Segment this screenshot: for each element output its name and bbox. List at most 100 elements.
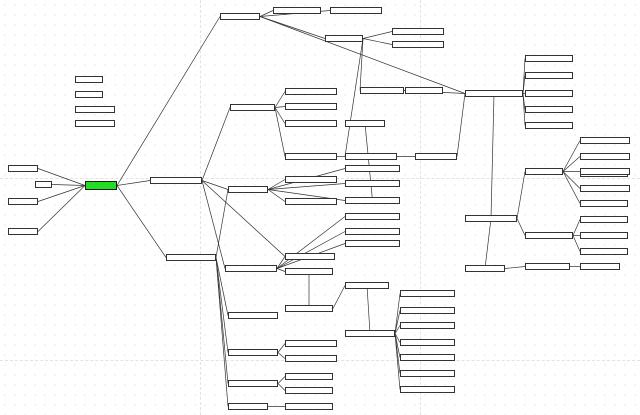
diagram-node[interactable]: [228, 349, 278, 356]
connector-line: [484, 218, 492, 269]
diagram-node[interactable]: [35, 181, 52, 188]
diagram-node[interactable]: [345, 213, 400, 220]
diagram-node[interactable]: [228, 312, 278, 319]
diagram-node[interactable]: [525, 168, 563, 175]
connector-line: [276, 231, 346, 269]
diagram-node[interactable]: [75, 76, 103, 83]
diagram-node[interactable]: [285, 120, 337, 127]
connector-line: [394, 325, 401, 334]
diagram-node[interactable]: [285, 268, 333, 275]
connector-line: [490, 93, 495, 219]
diagram-node[interactable]: [166, 254, 216, 261]
root-node[interactable]: [85, 181, 117, 190]
grid-guide-line: [420, 0, 421, 415]
diagram-node[interactable]: [525, 122, 573, 129]
connector-line: [364, 123, 373, 201]
diagram-node[interactable]: [325, 35, 363, 42]
diagram-node[interactable]: [228, 403, 268, 410]
diagram-node[interactable]: [330, 7, 382, 14]
diagram-node[interactable]: [8, 228, 38, 235]
diagram-node[interactable]: [580, 263, 620, 270]
connector-line: [456, 93, 466, 157]
diagram-node[interactable]: [465, 90, 523, 97]
diagram-node[interactable]: [285, 355, 337, 362]
diagram-node[interactable]: [400, 307, 455, 314]
diagram-node[interactable]: [8, 198, 38, 205]
diagram-node[interactable]: [285, 153, 337, 160]
connector-line: [201, 180, 226, 269]
diagram-node[interactable]: [525, 232, 573, 239]
diagram-node[interactable]: [465, 265, 505, 272]
diagram-node[interactable]: [580, 216, 628, 223]
diagram-node[interactable]: [580, 153, 630, 160]
diagram-node[interactable]: [580, 137, 630, 144]
diagram-node[interactable]: [220, 13, 260, 20]
diagram-node[interactable]: [525, 72, 573, 79]
diagram-node[interactable]: [285, 340, 337, 347]
connector-line: [562, 171, 581, 204]
diagram-node[interactable]: [400, 339, 455, 346]
diagram-node[interactable]: [360, 87, 404, 94]
diagram-node[interactable]: [525, 106, 573, 113]
diagram-node[interactable]: [285, 88, 337, 95]
diagram-node[interactable]: [580, 185, 630, 192]
diagram-node[interactable]: [285, 373, 333, 380]
diagram-node[interactable]: [75, 91, 103, 98]
diagram-node[interactable]: [345, 282, 389, 289]
connector-line: [259, 16, 326, 39]
diagram-node[interactable]: [345, 228, 400, 235]
diagram-node[interactable]: [345, 153, 397, 160]
diagram-node[interactable]: [225, 265, 277, 272]
diagram-node[interactable]: [75, 120, 115, 127]
diagram-node[interactable]: [392, 28, 444, 35]
diagram-node[interactable]: [285, 403, 333, 410]
diagram-node[interactable]: [465, 215, 517, 222]
diagram-node[interactable]: [285, 176, 337, 183]
diagram-node[interactable]: [150, 177, 202, 184]
connector-line: [215, 189, 229, 258]
diagram-node[interactable]: [580, 248, 628, 255]
connector-line: [276, 216, 346, 269]
connector-line: [276, 268, 286, 272]
connector-line: [277, 352, 286, 359]
diagram-node[interactable]: [273, 7, 321, 14]
connector-line: [562, 171, 581, 189]
diagram-node[interactable]: [285, 305, 333, 312]
diagram-node[interactable]: [345, 330, 395, 337]
diagram-node[interactable]: [580, 232, 628, 239]
connector-line: [259, 16, 466, 94]
diagram-node[interactable]: [8, 165, 38, 172]
diagram-node[interactable]: [400, 354, 455, 361]
diagram-node[interactable]: [405, 87, 443, 94]
diagram-node[interactable]: [392, 41, 444, 48]
diagram-node[interactable]: [345, 197, 400, 204]
diagram-node[interactable]: [228, 186, 268, 193]
connector-line: [394, 333, 401, 390]
diagram-node[interactable]: [415, 153, 457, 160]
diagram-node[interactable]: [400, 322, 455, 329]
diagram-node[interactable]: [345, 240, 400, 247]
diagram-node[interactable]: [285, 253, 335, 260]
diagram-node[interactable]: [400, 370, 455, 377]
diagram-node[interactable]: [345, 180, 400, 187]
diagram-node[interactable]: [345, 165, 400, 172]
diagram-node[interactable]: [580, 168, 630, 175]
diagram-node[interactable]: [75, 106, 115, 113]
connector-line: [267, 179, 286, 190]
diagram-node[interactable]: [228, 380, 278, 387]
diagram-node[interactable]: [525, 55, 573, 62]
connector-line: [274, 106, 286, 108]
diagram-node[interactable]: [580, 200, 628, 207]
diagram-node[interactable]: [285, 198, 337, 205]
diagram-node[interactable]: [400, 290, 455, 297]
diagram-node[interactable]: [230, 104, 275, 111]
diagram-node[interactable]: [285, 103, 337, 110]
connector-line: [37, 185, 86, 232]
diagram-node[interactable]: [525, 263, 570, 270]
grid-guide-line: [200, 0, 201, 415]
diagram-node[interactable]: [525, 90, 573, 97]
diagram-node[interactable]: [345, 120, 385, 127]
diagram-node[interactable]: [285, 387, 333, 394]
diagram-node[interactable]: [400, 386, 455, 393]
